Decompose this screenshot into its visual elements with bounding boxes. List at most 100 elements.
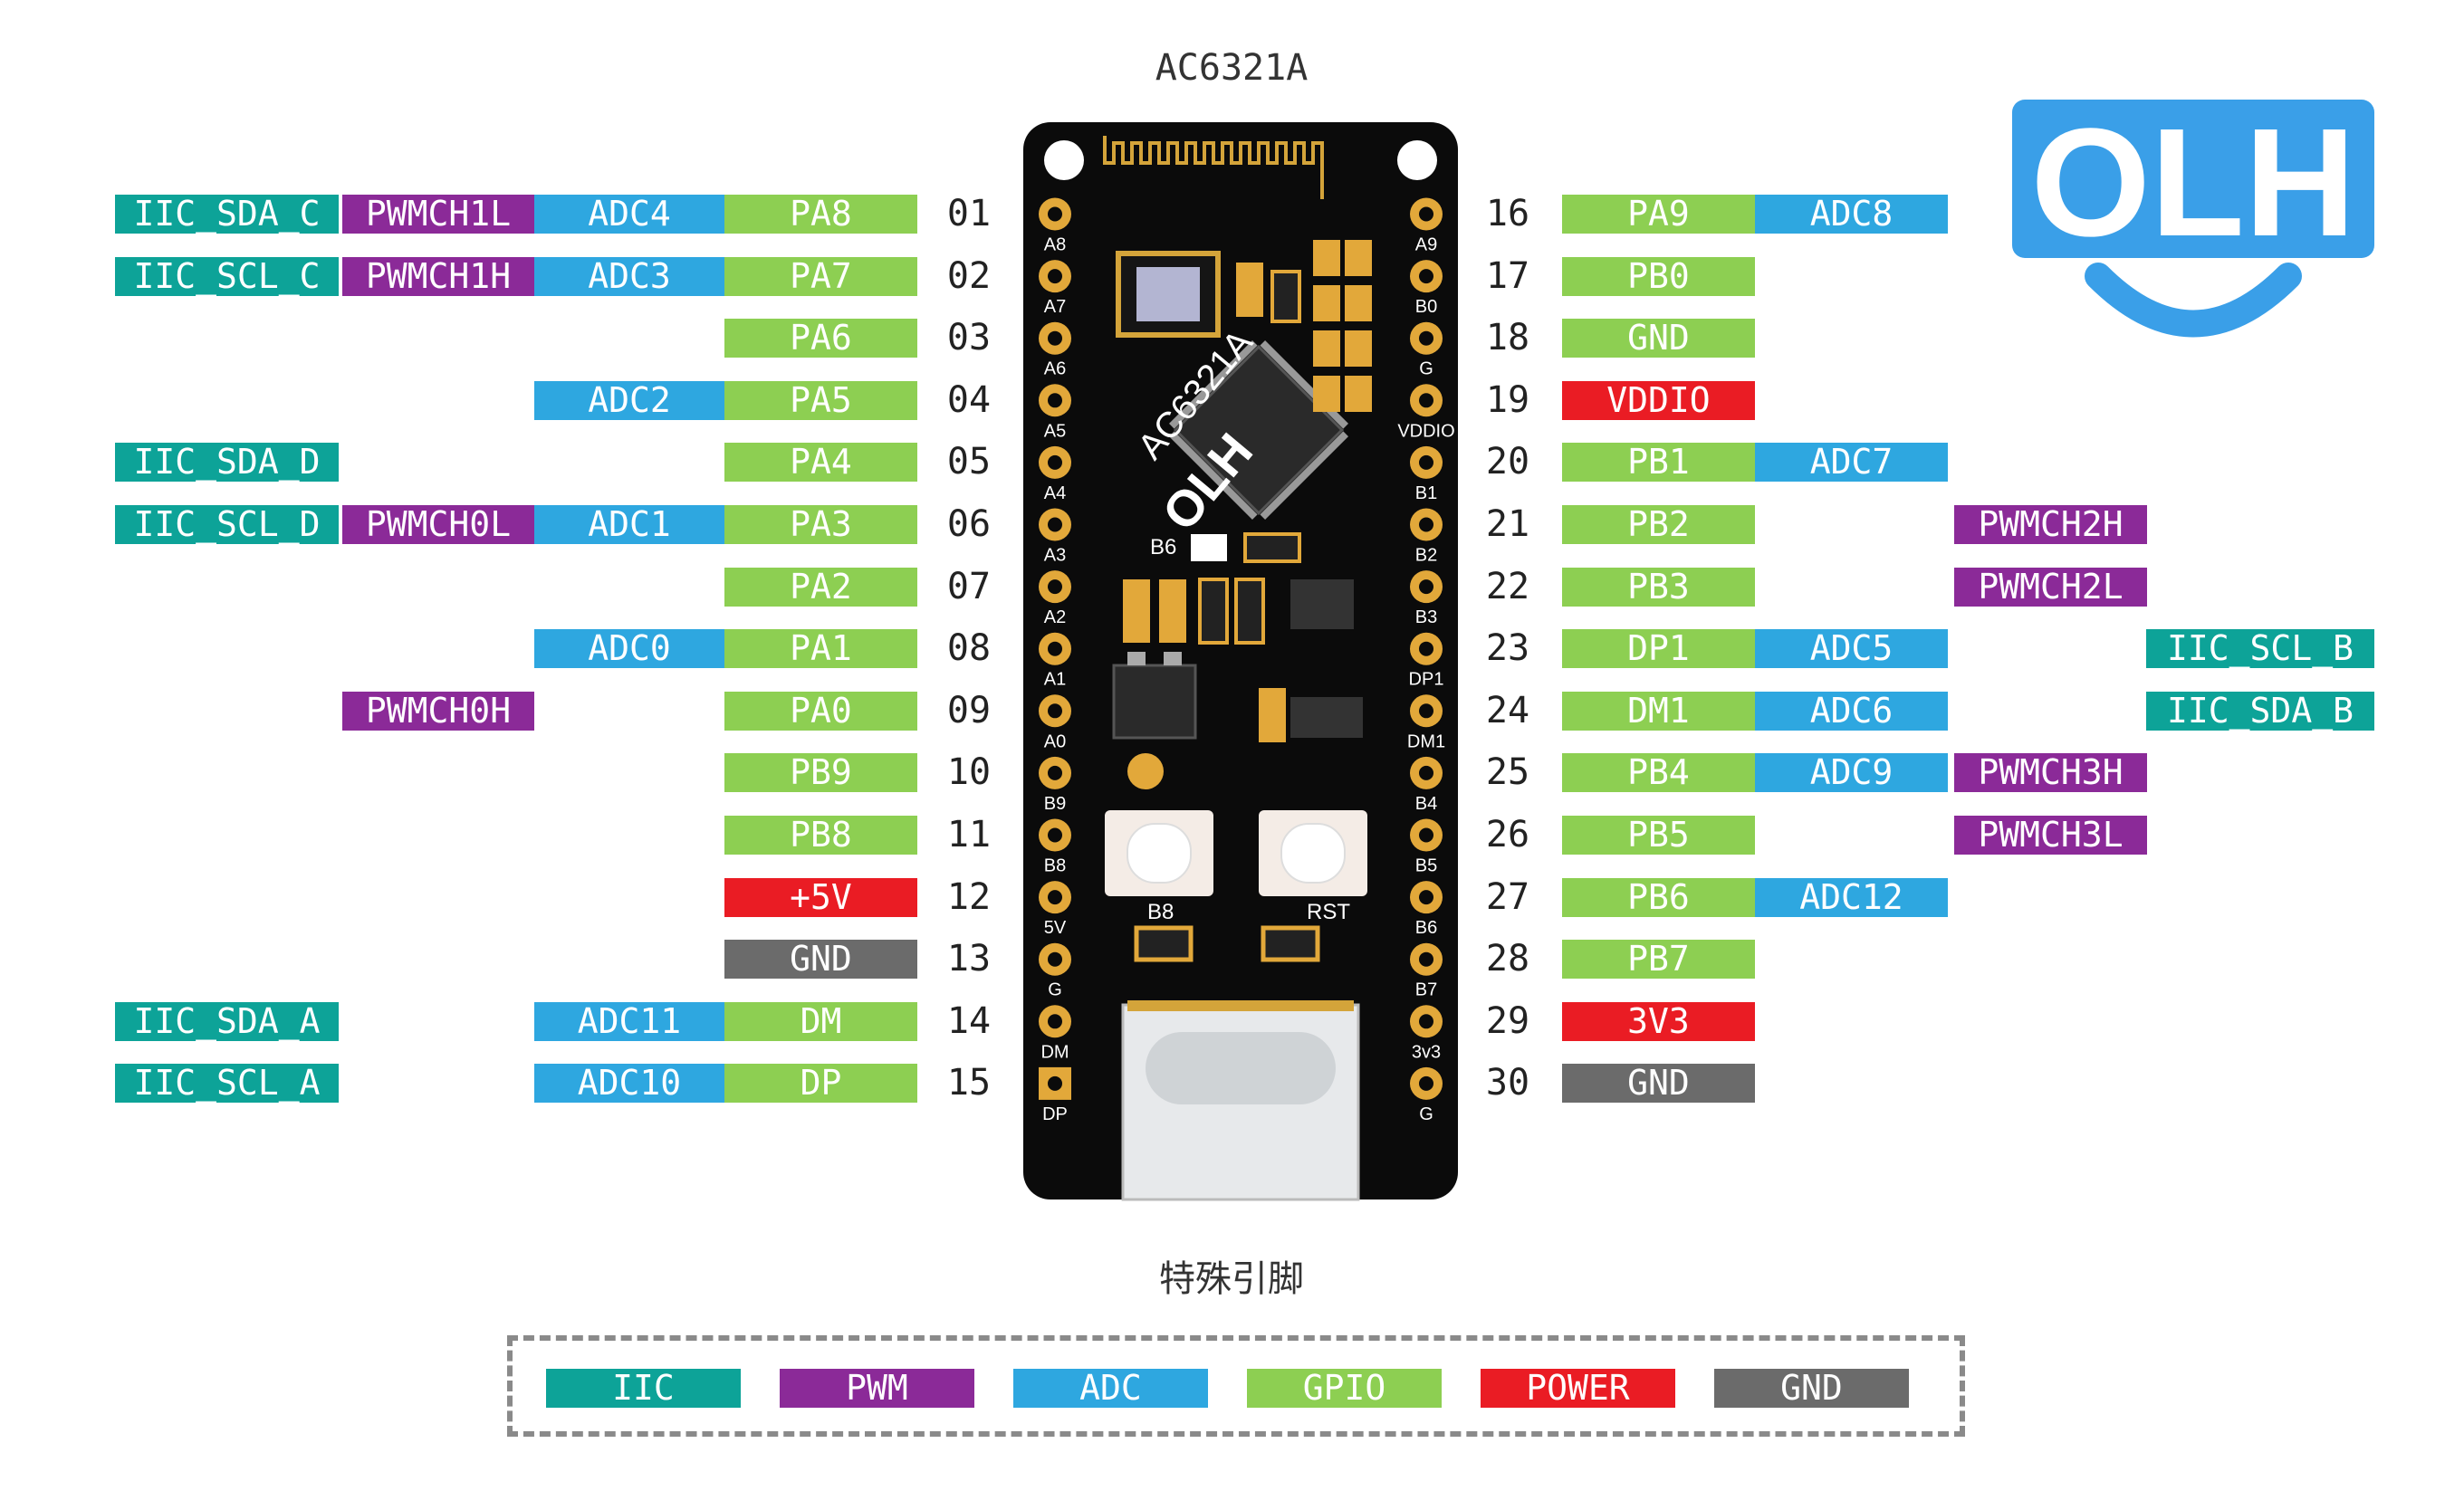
pin-hole	[1419, 269, 1433, 284]
pwm-label: PWMCH0H	[342, 692, 534, 731]
pin-number: 16	[1485, 193, 1530, 234]
pin-label: +5V	[724, 878, 917, 917]
pin-label: DP	[724, 1064, 917, 1103]
adc-label: ADC2	[534, 381, 724, 420]
pin-label: PB4	[1562, 753, 1755, 792]
adc-label: ADC9	[1755, 753, 1948, 792]
pin-hole	[1419, 703, 1433, 719]
iic-label: IIC_SCL_C	[115, 257, 339, 296]
pwm-label: PWMCH3L	[1954, 816, 2147, 855]
pin-number: 25	[1485, 751, 1530, 793]
silk-label-left: DM	[1040, 1042, 1069, 1062]
pin-number: 24	[1485, 690, 1530, 731]
silk-label-left: A4	[1044, 483, 1066, 503]
pin-label: PA4	[724, 443, 917, 482]
pin-hole	[1419, 393, 1433, 408]
pin-number: 10	[946, 751, 992, 793]
pin-number: 15	[946, 1062, 992, 1104]
silk-label-right: 3v3	[1412, 1042, 1441, 1062]
legend-item-gnd: GND	[1714, 1369, 1909, 1408]
pin-label: DM	[724, 1002, 917, 1041]
button-b8-icon	[1105, 810, 1213, 896]
pin-label: PB9	[724, 753, 917, 792]
pin-hole	[1048, 206, 1062, 222]
pin-number: 28	[1485, 938, 1530, 980]
iic-label: IIC_SDA_C	[115, 195, 339, 234]
pin-number: 01	[946, 193, 992, 234]
pin-number: 20	[1485, 441, 1530, 483]
svg-text:OLH: OLH	[2031, 100, 2356, 269]
pin-label: DP1	[1562, 629, 1755, 668]
pin-label: PA7	[724, 257, 917, 296]
pin-hole	[1419, 827, 1433, 843]
pin-label: PB3	[1562, 568, 1755, 607]
adc-label: ADC6	[1755, 692, 1948, 731]
pin-label: PA8	[724, 195, 917, 234]
pin-number: 26	[1485, 814, 1530, 855]
silk-label-right: G	[1419, 359, 1433, 379]
pin-hole	[1048, 1075, 1062, 1091]
pin-hole	[1419, 454, 1433, 470]
pin-number: 04	[946, 379, 992, 421]
silk-label-left: A7	[1044, 297, 1066, 317]
pwm-label: PWMCH3H	[1954, 753, 2147, 792]
pin-number: 22	[1485, 566, 1530, 607]
legend-item-iic: IIC	[546, 1369, 741, 1408]
pin-hole	[1048, 330, 1062, 346]
pin-number: 23	[1485, 627, 1530, 669]
legend-item-pwm: PWM	[780, 1369, 974, 1408]
pwm-label: PWMCH1H	[342, 257, 534, 296]
pwm-label: PWMCH2L	[1954, 568, 2147, 607]
pin-label: PA9	[1562, 195, 1755, 234]
silk-label-left: A8	[1044, 235, 1066, 255]
pin-label: DM1	[1562, 692, 1755, 731]
usb-c-connector-icon	[1121, 1000, 1360, 1201]
pin-hole	[1048, 890, 1062, 905]
silk-label-left: DP	[1042, 1104, 1068, 1124]
pin-label: PB2	[1562, 505, 1755, 544]
pin-hole	[1419, 890, 1433, 905]
pin-hole	[1048, 765, 1062, 780]
iic-label: IIC_SDA_B	[2146, 692, 2374, 731]
pin-hole	[1419, 206, 1433, 222]
olh-logo: OLH	[2012, 97, 2374, 362]
silk-label-left: A0	[1044, 731, 1066, 751]
silk-label-left: A5	[1044, 421, 1066, 441]
pin-number: 19	[1485, 379, 1530, 421]
antenna-icon	[1103, 136, 1324, 199]
olh-logo-icon: OLH	[2012, 97, 2374, 338]
adc-label: ADC0	[534, 629, 724, 668]
silk-label-right: DP1	[1409, 670, 1444, 690]
silk-label-right: B5	[1415, 856, 1437, 876]
pin-hole	[1419, 517, 1433, 532]
pin-hole	[1419, 641, 1433, 656]
silk-label-right: DM1	[1407, 731, 1445, 751]
silk-label-left: A6	[1044, 359, 1066, 379]
silk-label-left: G	[1048, 980, 1062, 1000]
button-rst-icon	[1259, 810, 1367, 896]
legend-title: 特殊引脚	[1159, 1258, 1304, 1300]
silk-label-right: G	[1419, 1104, 1433, 1124]
pin-number: 12	[946, 876, 992, 918]
pin-hole	[1048, 951, 1062, 967]
adc-label: ADC10	[534, 1064, 724, 1103]
pin-label: PA1	[724, 629, 917, 668]
legend-item-adc: ADC	[1013, 1369, 1208, 1408]
pin-number: 27	[1485, 876, 1530, 918]
pin-number: 09	[946, 690, 992, 731]
silk-label-right: VDDIO	[1397, 421, 1454, 441]
pin-hole	[1419, 579, 1433, 595]
pin-number: 13	[946, 938, 992, 980]
silk-label-left: 5V	[1044, 918, 1067, 938]
pin-label: GND	[1562, 1064, 1755, 1103]
pin-number: 17	[1485, 255, 1530, 297]
iic-label: IIC_SDA_A	[115, 1002, 339, 1041]
legend-item-power: POWER	[1481, 1369, 1675, 1408]
pin-label: PA3	[724, 505, 917, 544]
pin-hole	[1048, 454, 1062, 470]
silk-label-right: B6	[1415, 918, 1437, 938]
diagram-title: AC6321A	[1155, 47, 1309, 89]
pin-label: PA6	[724, 319, 917, 358]
